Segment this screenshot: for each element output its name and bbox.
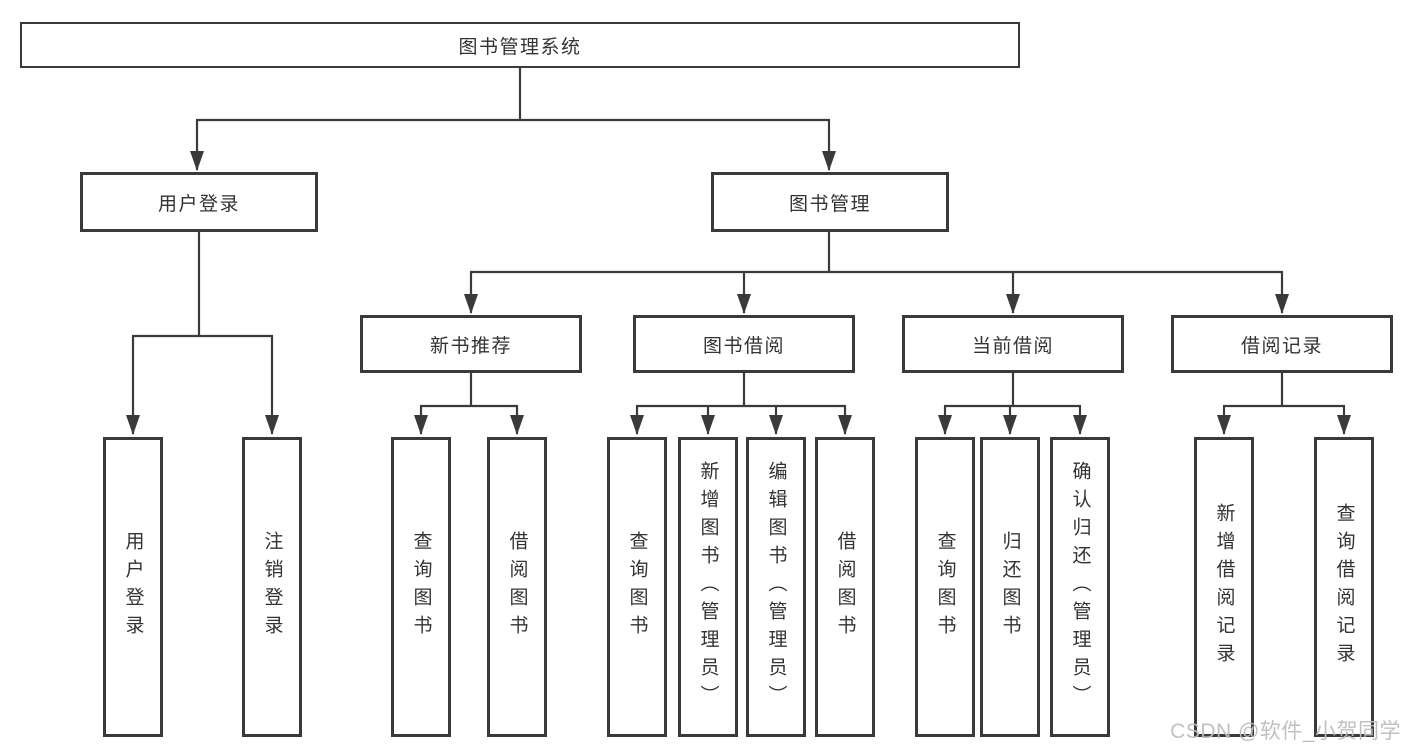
leaf-label: 编辑图书（管理员） [765, 461, 787, 713]
node-new-book-recommend: 新书推荐 [360, 315, 582, 373]
node-label: 当前借阅 [971, 335, 1054, 357]
leaf-label: 查询借阅记录 [1333, 503, 1355, 671]
edges-borrowing-records-to-leaves [1217, 373, 1351, 435]
node-label: 图书借阅 [702, 335, 785, 357]
leaf-label: 归还图书 [999, 531, 1021, 643]
edges-current-borrowing-to-leaves [938, 373, 1087, 435]
leaf-label: 查询图书 [410, 531, 432, 643]
leaf-label: 借阅图书 [834, 531, 856, 643]
leaf-label: 注销登录 [261, 531, 283, 643]
leaf-confirm-return-admin: 确认归还（管理员） [1050, 437, 1110, 737]
edges-new-book-recommend-to-leaves [414, 373, 524, 435]
leaf-return-book: 归还图书 [980, 437, 1040, 737]
leaf-borrow-books-recommend: 借阅图书 [487, 437, 547, 737]
node-label: 借阅记录 [1240, 335, 1323, 357]
leaf-add-borrow-record: 新增借阅记录 [1194, 437, 1254, 737]
leaf-logout: 注销登录 [242, 437, 302, 737]
leaf-label: 用户登录 [122, 531, 144, 643]
leaf-label: 借阅图书 [506, 531, 528, 643]
edges-root-to-level2 [190, 68, 836, 171]
node-book-borrowing: 图书借阅 [633, 315, 855, 373]
leaf-user-login: 用户登录 [103, 437, 163, 737]
leaf-query-borrow-record: 查询借阅记录 [1314, 437, 1374, 737]
node-label: 用户登录 [157, 193, 240, 215]
leaf-edit-book-admin: 编辑图书（管理员） [746, 437, 806, 737]
leaf-label: 新增图书（管理员） [697, 461, 719, 713]
leaf-label: 新增借阅记录 [1213, 503, 1235, 671]
leaf-add-book-admin: 新增图书（管理员） [678, 437, 738, 737]
edges-user-login-to-leaves [126, 232, 279, 435]
csdn-watermark: CSDN @软件_小贺同学 [1170, 720, 1401, 743]
leaf-borrow-books-borrowing: 借阅图书 [815, 437, 875, 737]
leaf-label: 确认归还（管理员） [1069, 461, 1091, 713]
leaf-query-books-current: 查询图书 [915, 437, 975, 737]
leaf-query-books-borrowing: 查询图书 [607, 437, 667, 737]
node-label: 图书管理系统 [458, 36, 582, 58]
node-user-login: 用户登录 [80, 172, 318, 232]
node-borrowing-records: 借阅记录 [1171, 315, 1393, 373]
node-book-management: 图书管理 [711, 172, 949, 232]
node-label: 图书管理 [788, 193, 871, 215]
node-label: 新书推荐 [429, 335, 512, 357]
edges-book-borrowing-to-leaves [630, 373, 852, 435]
node-current-borrowing: 当前借阅 [902, 315, 1124, 373]
leaf-label: 查询图书 [626, 531, 648, 643]
edges-book-management-to-level3 [464, 232, 1289, 314]
node-library-system: 图书管理系统 [20, 22, 1020, 68]
leaf-label: 查询图书 [934, 531, 956, 643]
leaf-query-books-recommend: 查询图书 [391, 437, 451, 737]
